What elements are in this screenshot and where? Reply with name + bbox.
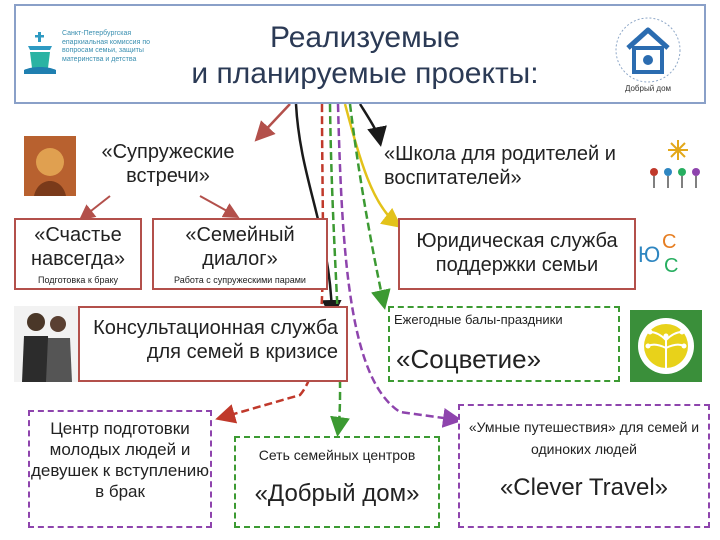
consult-service-label: Консультационная служба для семей в криз… — [93, 317, 338, 363]
couple-photo-icon — [14, 306, 78, 382]
clever-travel-box: «Умные путешествия» для семей и одиноких… — [458, 404, 710, 528]
svg-text:С: С — [664, 255, 678, 277]
flower-emblem-icon — [630, 310, 702, 382]
legal-service-label: Юридическая служба поддержки семьи — [416, 230, 618, 276]
arrow-to-consult — [294, 103, 342, 320]
happiness-forever-box: «Счастье навсегда» Подготовка к браку — [14, 218, 142, 290]
page-title: Реализуемые и планируемые проекты: — [150, 20, 580, 92]
left-logo-text: Санкт-Петербургская епархиальная комисси… — [62, 30, 151, 63]
right-logo-text: Добрый дом — [624, 84, 672, 93]
arrow-to-happiness — [78, 195, 111, 221]
arrow-to-network — [328, 103, 350, 437]
good-house-label: «Добрый дом» — [254, 480, 420, 507]
marriage-center-box: Центр подготовки молодых людей и девушек… — [28, 410, 212, 528]
smart-travel-label: «Умные путешествия» для семей и одиноких… — [468, 419, 700, 457]
icon-painting — [24, 136, 76, 196]
consult-service-box: Консультационная служба для семей в криз… — [78, 306, 348, 382]
arrow-to-marital-meetings — [254, 103, 291, 142]
arrow-to-clever — [336, 103, 463, 428]
marital-meetings-label: «Супружеские встречи» — [101, 141, 235, 187]
sotsvetie-label: «Соцветие» — [396, 344, 542, 374]
family-dialog-box: «Семейный диалог» Работа с супружескими … — [152, 218, 328, 290]
marriage-center-label: Центр подготовки молодых людей и девушек… — [31, 419, 209, 501]
svg-text:С: С — [662, 231, 676, 253]
happiness-forever-sub: Подготовка к браку — [37, 275, 118, 285]
title-line-1: Реализуемые — [270, 21, 460, 54]
svg-text:Ю: Ю — [638, 242, 660, 267]
network-label: Сеть семейных центров — [258, 447, 416, 463]
family-dialog-label: «Семейный диалог» — [185, 224, 295, 270]
balls-label: Ежегодные балы-праздники — [394, 312, 563, 327]
happiness-forever-label: «Счастье навсегда» — [30, 224, 125, 270]
title-line-2: и планируемые проекты: — [191, 57, 539, 90]
arrow-to-legal — [343, 103, 402, 229]
legal-logo-icon: Ю С С — [638, 231, 678, 277]
header-frame — [14, 4, 706, 104]
arrow-to-center — [215, 103, 325, 424]
family-dialog-sub: Работа с супружескими парами — [174, 275, 306, 285]
balls-box: Ежегодные балы-праздники «Соцветие» — [388, 306, 620, 382]
children-icon — [650, 140, 700, 188]
legal-service-box: Юридическая служба поддержки семьи — [398, 218, 636, 290]
arrow-to-school — [358, 103, 387, 147]
good-house-logo-icon — [615, 17, 681, 83]
network-box: Сеть семейных центров «Добрый дом» — [234, 436, 440, 528]
arrow-to-dialog — [199, 195, 240, 218]
clever-travel-label: «Clever Travel» — [499, 474, 669, 501]
arrow-to-balls — [348, 103, 391, 310]
school-label: «Школа для родителей и воспитателей» — [384, 143, 616, 189]
church-logo-icon — [24, 32, 56, 74]
